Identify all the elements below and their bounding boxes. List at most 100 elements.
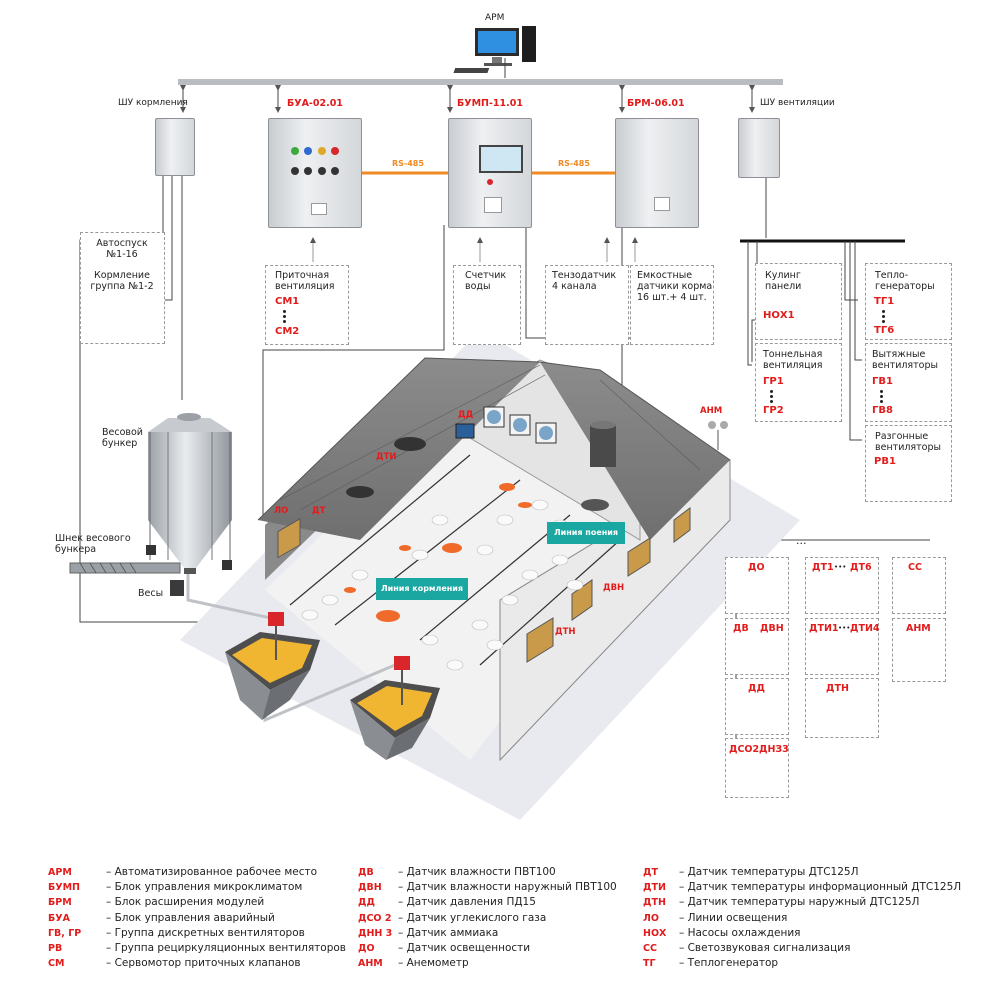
panel-dt6-label: ДТ6	[850, 562, 872, 573]
cm1-label: СМ1	[275, 296, 300, 307]
legend-row: ЛО– Линии освещения	[643, 911, 983, 926]
panel-dti1-label: ДТИ1	[809, 623, 839, 634]
cabinet-brm	[615, 118, 699, 228]
legend-abbr: ТГ	[643, 958, 656, 970]
cm-dots	[279, 308, 289, 325]
legend-text: – Датчик температуры информационный ДТС1…	[679, 881, 962, 894]
legend-abbr: ДТИ	[643, 882, 666, 894]
legend-row: ТГ – Теплогенератор	[643, 956, 983, 971]
panel-dnz3-label: ДНЗ3	[759, 744, 789, 755]
legend-row: АНМ– Анемометр	[358, 956, 628, 971]
house-dd-label: ДД	[458, 410, 474, 420]
legend-text: – Теплогенератор	[679, 957, 779, 970]
legend-text: – Датчик аммиака	[398, 926, 499, 939]
feed-tray-2	[350, 656, 440, 760]
legend-abbr: ДТ	[643, 867, 658, 878]
legend-row: ДВН– Датчик влажности наружный ПВТ100	[358, 880, 628, 895]
panel-dd-label: ДД	[748, 683, 765, 694]
box-tunnel	[755, 343, 842, 422]
heat-label: Тепло-генераторы	[875, 270, 935, 292]
legend-text: – Датчик давления ПД15	[398, 896, 536, 909]
network-bus	[178, 79, 783, 85]
legend-abbr: ДД	[358, 897, 375, 909]
bump-label: БУМП-11.01	[457, 98, 523, 109]
panel-dti4-label: ДТИ4	[850, 623, 880, 634]
legend-row: БУМП– Блок управления микроклиматом	[48, 880, 338, 895]
panel-ss-label: СС	[908, 562, 922, 573]
box-heat	[865, 263, 952, 340]
legend-row: ДО– Датчик освещенности	[358, 941, 628, 956]
legend-text: – Группа дискретных вентиляторов	[106, 926, 305, 939]
legend-row: ДТН– Датчик температуры наружный ДТС125Л	[643, 895, 983, 910]
legend-text: – Линии освещения	[679, 911, 788, 924]
box-dt	[805, 557, 879, 614]
legend-text: – Группа рециркуляционных вентиляторов	[106, 942, 346, 955]
box-autostart	[80, 232, 165, 344]
tg6-label: ТГ6	[874, 325, 895, 336]
cabinet-bua	[268, 118, 362, 228]
box-capacitive	[630, 265, 714, 345]
legend-abbr: НОХ	[643, 927, 667, 939]
box-ss	[892, 557, 946, 614]
legend-abbr: БУА	[48, 912, 70, 924]
rs485-label-b: RS-485	[558, 159, 590, 168]
water-line-tag: Линия поения	[547, 522, 625, 544]
legend-row: ДТИ – Датчик температуры информационный Д…	[643, 880, 983, 895]
box-supply-vent	[265, 265, 349, 345]
legend-abbr: РВ	[48, 943, 63, 955]
scales-label: Весы	[138, 588, 164, 599]
box-dso2	[725, 738, 789, 798]
box-boost	[865, 425, 952, 502]
house-dtn-label: ДТН	[555, 627, 576, 637]
legend-row: ДТ – Датчик температуры ДТС125Л	[643, 865, 983, 880]
brm-label: БРМ-06.01	[627, 98, 685, 109]
box-water-meter	[453, 265, 521, 345]
rs485-label-a: RS-485	[392, 159, 424, 168]
legend-text: – Анемометр	[398, 957, 469, 970]
box-tenso	[545, 265, 629, 345]
legend-abbr: ГВ, ГР	[48, 927, 82, 939]
legend-text: – Автоматизированное рабочее место	[106, 866, 318, 878]
gv1-label: ГВ1	[872, 376, 893, 387]
gv-dots	[876, 388, 886, 405]
panel-anm-label: АНМ	[906, 623, 931, 634]
legend-text: – Датчик углекислого газа	[398, 911, 547, 924]
tg1-label: ТГ1	[874, 296, 895, 307]
legend-abbr: БУМП	[48, 882, 80, 894]
cabinet-feeding	[155, 118, 195, 176]
panel-dso2-label: ДСО2	[729, 744, 760, 755]
legend-text: – Светозвуковая сигнализация	[679, 942, 851, 955]
legend-text: – Блок расширения модулей	[106, 896, 265, 909]
panel-dtn-label: ДТН	[826, 683, 849, 694]
tg-dots	[878, 308, 888, 325]
legend-row: НОХ – Насосы охлаждения	[643, 926, 983, 941]
legend-row: ДНН 3– Датчик аммиака	[358, 926, 628, 941]
legend-col-3: ДТ – Датчик температуры ДТС125Л ДТИ – Датчи…	[643, 865, 983, 971]
house-dvn-label: ДВН	[603, 583, 625, 593]
legend-text: – Датчик влажности ПВТ100	[398, 866, 556, 878]
arm-computer	[453, 26, 536, 73]
tunnel-fans	[483, 406, 557, 444]
legend-abbr: ДВ	[358, 867, 374, 878]
legend-text: – Насосы охлаждения	[679, 926, 801, 939]
legend-text: – Датчик температуры ДТС125Л	[679, 866, 859, 878]
panel-do-label: ДО	[748, 562, 765, 573]
box-exhaust	[865, 343, 952, 422]
legend-row: БРМ – Блок расширения модулей	[48, 895, 338, 910]
shu-vent-label: ШУ вентиляции	[760, 98, 835, 108]
legend-abbr: СС	[643, 943, 657, 955]
cabinet-vent	[738, 118, 780, 178]
legend-abbr: БРМ	[48, 897, 72, 909]
feed-line-tag: Линия кормления	[376, 578, 468, 600]
legend-row: СС – Светозвуковая сигнализация	[643, 941, 983, 956]
house-lo-label: ЛО	[274, 506, 289, 516]
legend-row: ГВ, ГР – Группа дискретных вентиляторов	[48, 926, 338, 941]
